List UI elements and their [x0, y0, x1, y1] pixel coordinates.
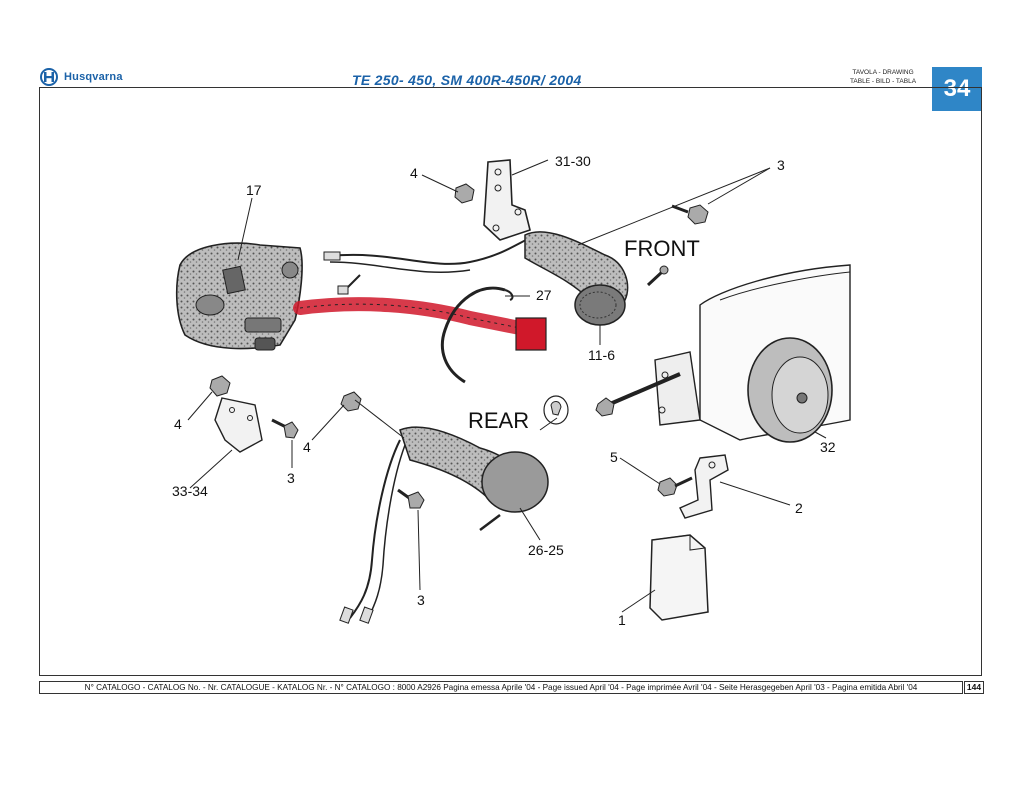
table-caption: TAVOLA - DRAWING TABLE - BILD - TABLA — [836, 68, 930, 86]
callout-4-left: 4 — [174, 416, 182, 432]
brand: Husqvarna — [38, 68, 123, 86]
callout-26-25: 26-25 — [528, 542, 564, 558]
callout-33-34: 33-34 — [172, 483, 208, 499]
label-rear: REAR — [468, 408, 529, 433]
husqvarna-logo-icon — [40, 68, 58, 86]
catalog-footer: N° CATALOGO - CATALOG No. - Nr. CATALOGU… — [39, 681, 963, 694]
model-title: TE 250- 450, SM 400R-450R/ 2004 — [352, 72, 582, 88]
callout-31-30: 31-30 — [555, 153, 591, 169]
bracket-part-31-30 — [483, 159, 531, 241]
catalog-header: Husqvarna TE 250- 450, SM 400R-450R/ 200… — [0, 0, 1024, 111]
callout-3-top: 3 — [777, 157, 785, 173]
callout-3-left: 3 — [287, 470, 295, 486]
screw-part-3-top — [671, 204, 709, 225]
drawing-frame — [39, 87, 982, 676]
label-front: FRONT — [624, 236, 700, 261]
block-part-1 — [649, 534, 709, 621]
leader-lines — [187, 159, 827, 613]
callout-4-mid: 4 — [303, 439, 311, 455]
callout-5: 5 — [610, 449, 618, 465]
callout-32: 32 — [820, 439, 836, 455]
page-number: 144 — [964, 681, 984, 694]
horn-part-32 — [654, 337, 833, 443]
rear-indicator-part-26-25 — [399, 395, 569, 513]
callout-11-6: 11-6 — [588, 347, 615, 363]
front-indicator-part-11-6 — [524, 231, 629, 326]
bracket-part-33-34 — [214, 397, 263, 453]
table-caption-line2: TABLE - BILD - TABLA — [849, 78, 917, 85]
callout-1: 1 — [618, 612, 626, 628]
callout-17: 17 — [246, 182, 262, 198]
table-caption-line1: TAVOLA - DRAWING — [852, 69, 914, 76]
callout-4-top: 4 — [410, 165, 418, 181]
handlebar-switch-part-17 — [175, 242, 303, 351]
callout-27: 27 — [536, 287, 552, 303]
brand-name: Husqvarna — [64, 71, 123, 83]
clip-part-2 — [679, 454, 729, 519]
callout-3-bottom: 3 — [417, 592, 425, 608]
table-number-badge: 34 — [932, 67, 982, 111]
highlighted-cable — [293, 297, 547, 351]
callout-2: 2 — [795, 500, 803, 516]
